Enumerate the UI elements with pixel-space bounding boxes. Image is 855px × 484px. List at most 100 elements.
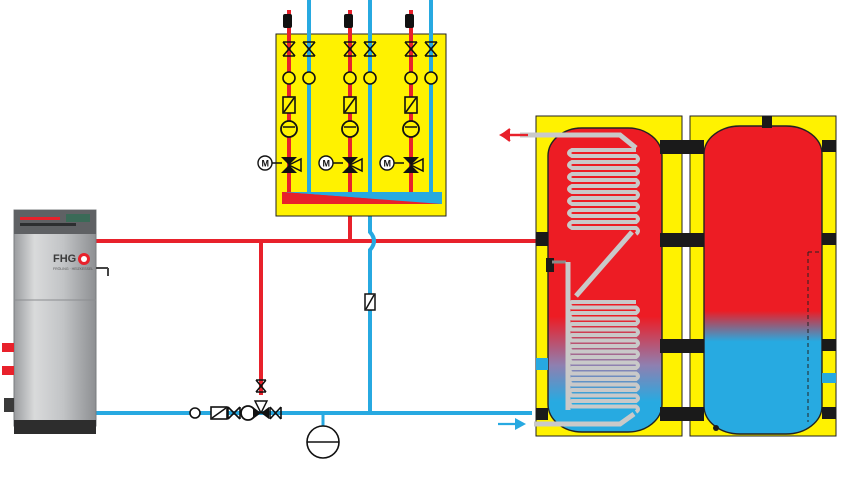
shutoff-valve-icon	[363, 41, 377, 57]
check-valve-slash	[405, 97, 417, 113]
shutoff-valve-icon	[302, 41, 316, 57]
pump-icon	[240, 405, 256, 421]
tank-b-body	[703, 125, 823, 435]
shutoff-valve-icon	[424, 41, 438, 57]
coil-loop	[567, 300, 640, 414]
mixing-valve-side	[348, 157, 363, 173]
tank-a-connection	[660, 339, 682, 353]
tank-b-top-connection	[762, 116, 772, 128]
heat-exchanger-coil-upper	[567, 148, 640, 236]
pump-icon	[341, 120, 359, 138]
expansion-vessel-icon	[306, 425, 340, 459]
tank-a-connection	[536, 408, 548, 420]
mixing-valve-lower	[342, 165, 358, 173]
flow-arrows	[498, 128, 528, 430]
boiler-brand-label: FHG	[53, 253, 76, 265]
tank-a-connection	[660, 140, 682, 154]
tank-b-connection	[822, 407, 836, 419]
mixing-valve-right	[261, 407, 269, 419]
motor-label: M	[323, 159, 331, 169]
buffer-tank-with-coil	[534, 115, 683, 437]
shutoff-valve-icon	[282, 41, 296, 57]
boiler-display	[66, 214, 90, 222]
tank-b-connection	[822, 339, 836, 351]
mixing-valve-top	[253, 400, 269, 415]
circuit-flow-cap	[405, 14, 414, 28]
motor-label: M	[384, 159, 392, 169]
thermometer-icon	[363, 71, 377, 85]
return-fittings	[189, 293, 376, 459]
mixing-motor-icon	[379, 155, 395, 171]
manifold-background	[275, 33, 447, 217]
boiler-drain	[4, 398, 14, 412]
check-valve-slash	[344, 97, 356, 113]
boiler: FHG FRÖLING · HEIZKESSEL	[2, 209, 109, 434]
thermometer-icon	[189, 407, 201, 419]
circuit-flow-cap	[283, 14, 292, 28]
three-way-mixing-valve-icon	[403, 157, 419, 165]
coil-loop	[567, 148, 640, 236]
arrow-right-head	[515, 418, 526, 430]
three-way-mixing-valve-icon	[253, 407, 261, 419]
boiler-body	[13, 209, 97, 427]
tank-a-connection	[660, 233, 682, 247]
boiler-sub-label: FRÖLING · HEIZKESSEL	[53, 267, 93, 271]
arrow-left-head	[499, 129, 510, 141]
tank-b-connection	[682, 140, 704, 154]
tank-b-connection	[822, 140, 836, 152]
shutoff-valve-icon	[255, 379, 267, 393]
pump-icon	[280, 120, 298, 138]
tank-b-connection	[682, 339, 704, 353]
strainer-slash	[211, 407, 227, 419]
boiler-base	[14, 420, 96, 434]
tank-b-connection	[682, 233, 704, 247]
buffer-tank	[682, 115, 837, 437]
shutoff-valve-icon	[343, 41, 357, 57]
mixing-valve-side	[287, 157, 302, 173]
mixing-valve-side	[409, 157, 424, 173]
shutoff-valve-icon	[227, 406, 241, 420]
tank-a-connection	[660, 407, 682, 421]
circuit-flow-cap	[344, 14, 353, 28]
thermometer-icon	[404, 71, 418, 85]
boiler-side-connection-hot-2	[2, 366, 14, 375]
pipe-network	[96, 132, 548, 430]
shutoff-valve-icon	[269, 406, 282, 420]
shutoff-valve-icon	[404, 41, 418, 57]
mixing-motor-icon	[318, 155, 334, 171]
heating-circuit-1: M	[257, 0, 316, 192]
heat-exchanger-coil-lower	[567, 300, 640, 414]
tank-a-sensor-icon	[546, 258, 554, 272]
heating-circuit-3: M	[379, 0, 438, 192]
pump-icon	[402, 120, 420, 138]
mixing-valve-lower	[281, 165, 297, 173]
motor-label: M	[262, 159, 270, 169]
boiler-logo-inner-icon	[81, 256, 87, 262]
manifold-cold-return	[368, 205, 376, 413]
check-valve-slash	[283, 97, 295, 113]
boiler-button-strip	[20, 223, 76, 226]
thermometer-icon	[282, 71, 296, 85]
coil-bottom-pipe	[534, 411, 636, 427]
tank-a-connection	[536, 232, 548, 246]
check-valve-slash	[365, 294, 375, 310]
three-way-mixing-valve-icon	[281, 157, 297, 165]
thermometer-icon	[302, 71, 316, 85]
distribution-bar-hot-half	[282, 192, 442, 204]
thermometer-icon	[424, 71, 438, 85]
coil-top-pipe	[534, 132, 638, 150]
heating-circuit-2: M	[318, 0, 377, 192]
boiler-indicator-strip	[20, 217, 60, 220]
tank-b-connection	[822, 233, 836, 245]
manifold-panel	[275, 33, 447, 217]
tank-b-drain-icon	[713, 425, 719, 431]
tank-a-connection-cold	[536, 358, 548, 370]
mixing-motor-icon	[257, 155, 273, 171]
coil-diagonal-pipe	[574, 230, 634, 298]
three-way-mixing-valve-icon	[342, 157, 358, 165]
boiler-side-connection-hot	[2, 343, 14, 352]
tank-b-connection-cold	[822, 373, 836, 383]
tank-b-connection	[682, 407, 704, 421]
thermometer-icon	[343, 71, 357, 85]
